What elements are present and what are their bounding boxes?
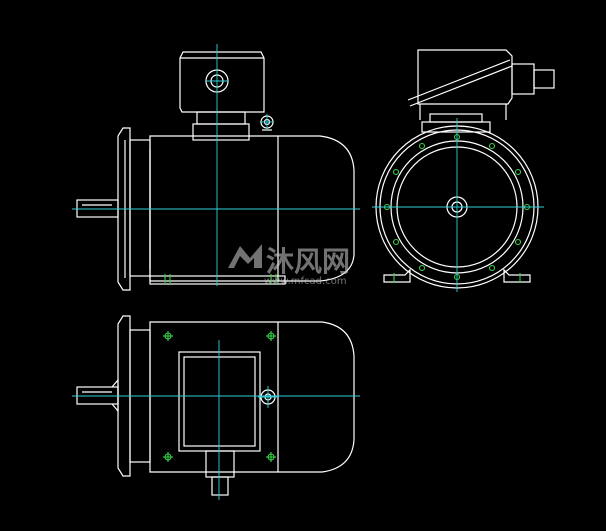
watermark-url: www.mfcad.com [264, 276, 347, 287]
motor-body [149, 135, 355, 282]
top-shaft [76, 378, 119, 413]
side-feet [383, 268, 531, 283]
top-view [72, 315, 360, 500]
top-body [149, 321, 355, 473]
watermark-logo-icon [228, 244, 262, 268]
watermark-logo-text: 沐风网 [266, 245, 350, 278]
side-view [372, 49, 555, 292]
motor-feet [149, 274, 286, 285]
side-centerlines [372, 118, 544, 292]
terminal-box [179, 51, 265, 141]
top-terminal-box [178, 351, 276, 496]
top-centerlines [72, 340, 360, 500]
front-centerlines [72, 44, 360, 286]
side-terminal-box [407, 49, 555, 120]
shaft [76, 199, 119, 218]
front-view [72, 44, 360, 291]
watermark: 沐风网 www.mfcad.com [228, 244, 350, 287]
top-bolts [163, 331, 276, 462]
